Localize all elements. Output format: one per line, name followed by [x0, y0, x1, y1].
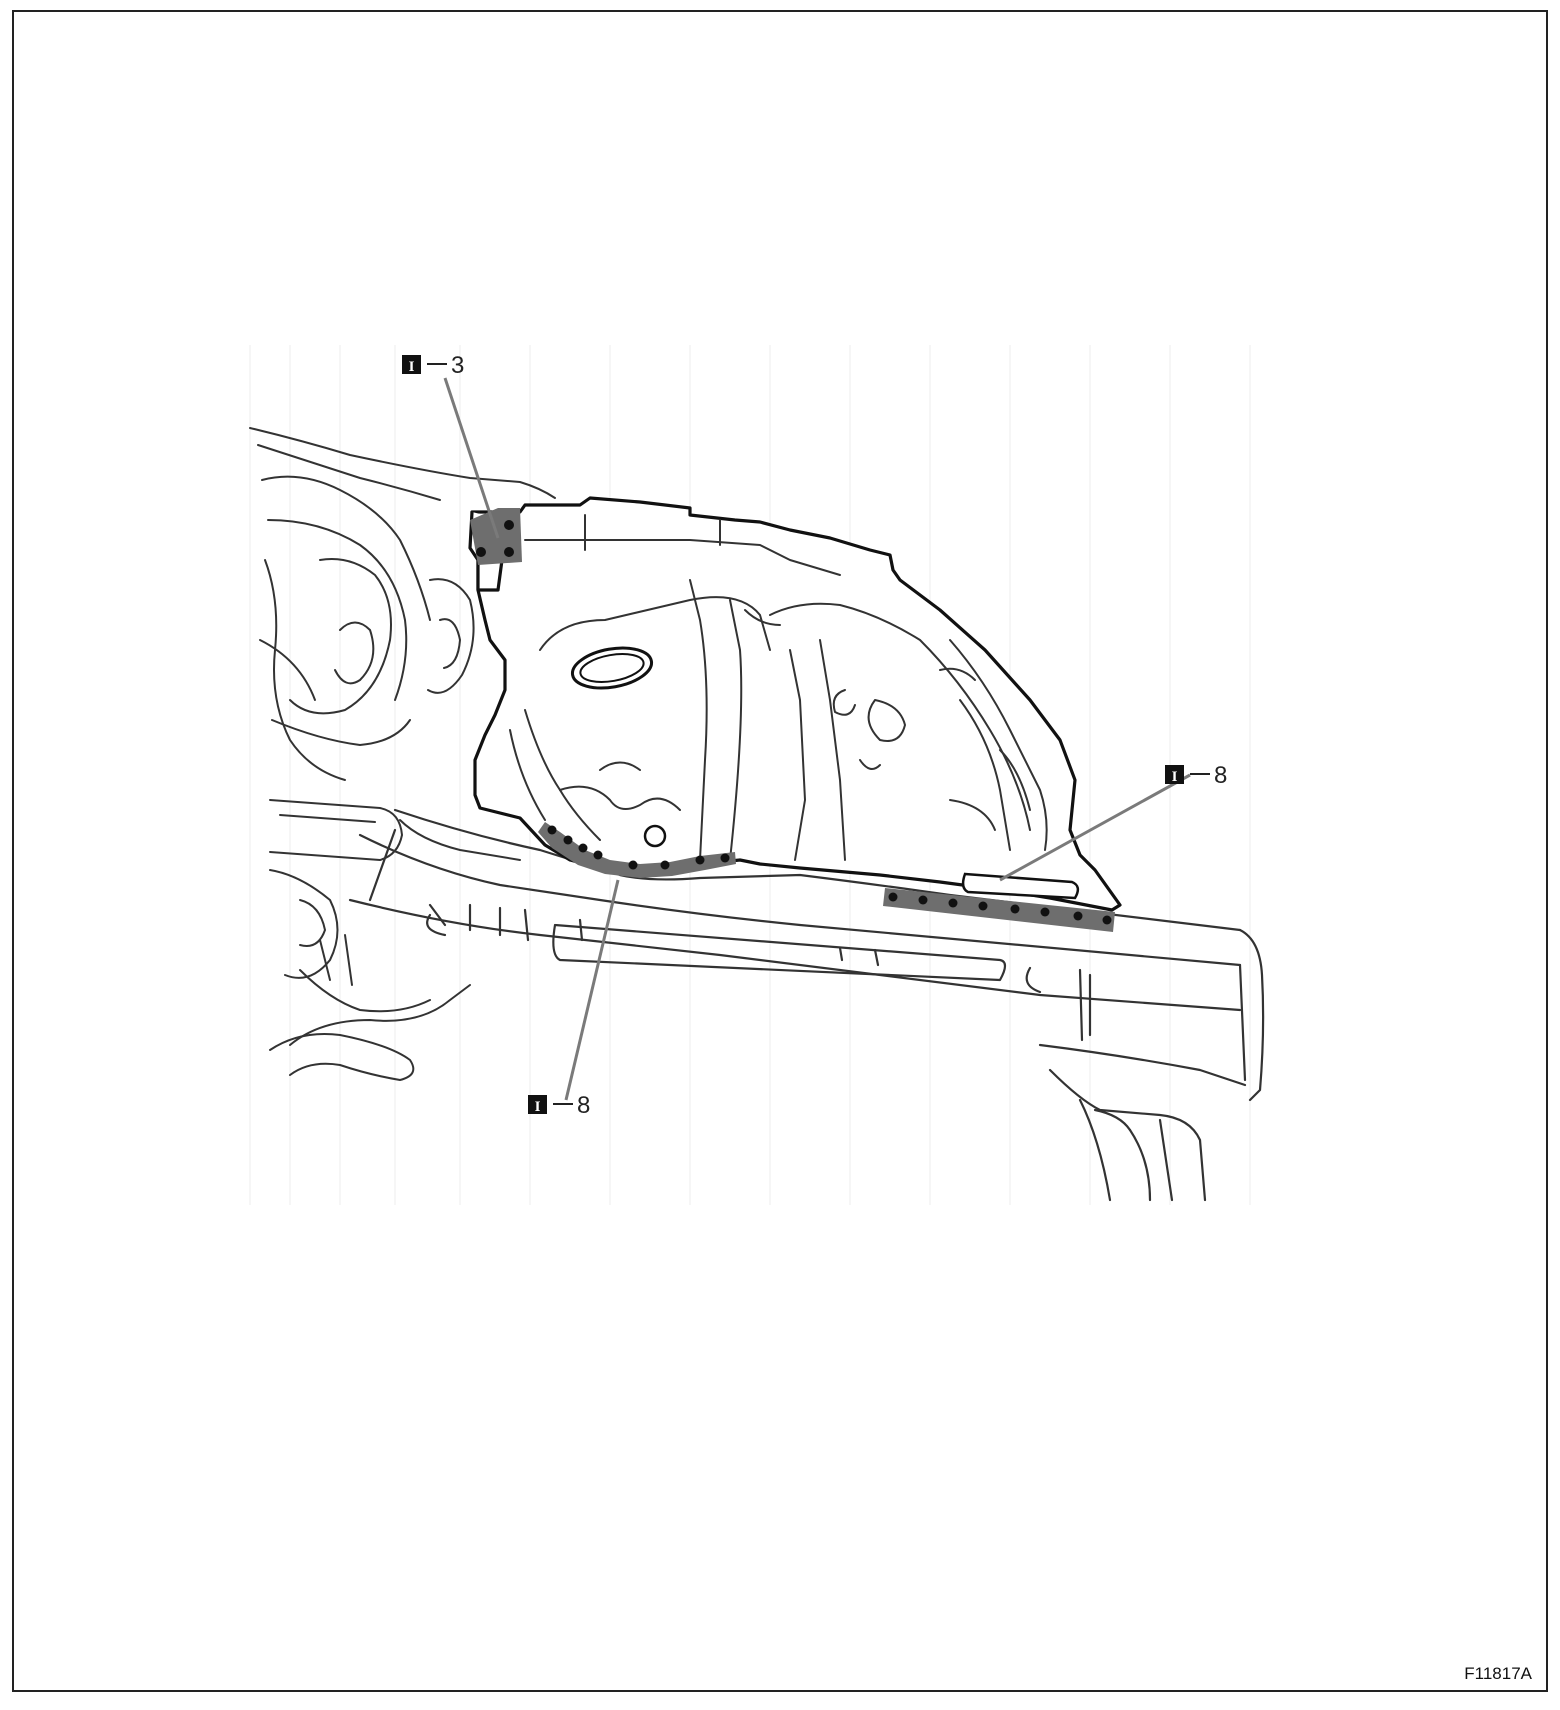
side-member-rail — [348, 808, 1265, 1202]
callout-8-right: I 8 — [1165, 762, 1227, 789]
callout-symbol: I — [1172, 769, 1178, 785]
callout-symbol: I — [409, 359, 415, 375]
reinforcement-slot — [961, 872, 1080, 900]
callout-symbol: I — [535, 1099, 541, 1115]
callout-box-icon — [528, 1095, 547, 1114]
spot-welds — [476, 520, 1112, 925]
page-frame — [12, 10, 1548, 1692]
figure-id: F11817A — [1464, 1664, 1532, 1683]
callout-8-bottom: I 8 — [528, 1092, 590, 1119]
surrounding-structure — [249, 427, 556, 1081]
callout-box-icon — [402, 355, 421, 374]
callout-box-icon — [1165, 765, 1184, 784]
callout-value: 8 — [1214, 762, 1227, 789]
leader-lines — [443, 377, 1191, 1101]
callout-value: 8 — [577, 1092, 590, 1119]
strut-hole — [570, 646, 654, 690]
callout-value: 3 — [451, 352, 464, 379]
callout-3: I 3 — [402, 352, 464, 379]
drain-hole — [643, 824, 667, 848]
panel-detail — [509, 514, 1048, 861]
